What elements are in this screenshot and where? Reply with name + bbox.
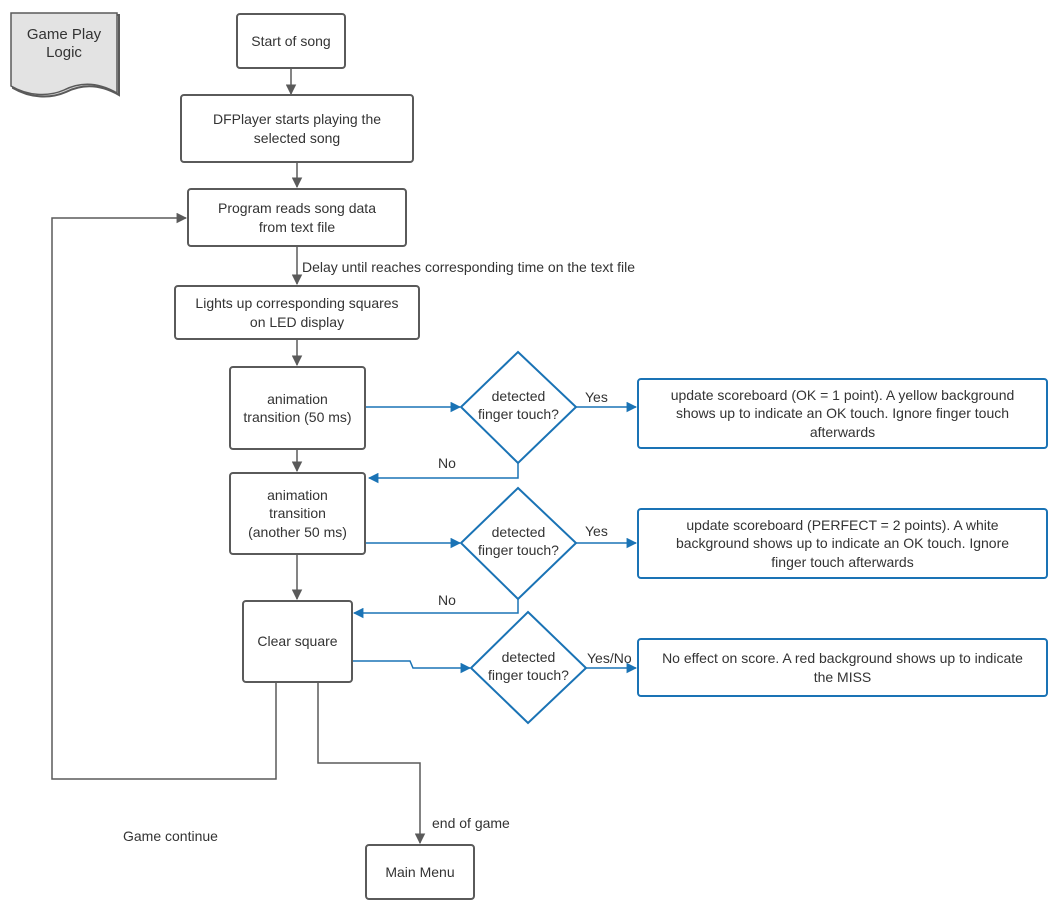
decision3-shape	[469, 610, 588, 725]
result-perfect-box: update scoreboard (PERFECT = 2 points). …	[637, 508, 1048, 579]
result-miss-box: No effect on score. A red background sho…	[637, 638, 1048, 697]
animation-transition-1-box: animation transition (50 ms)	[229, 366, 366, 450]
no1-label: No	[438, 455, 456, 471]
animation-transition-2-box: animation transition (another 50 ms)	[229, 472, 366, 555]
delay-label: Delay until reaches corresponding time o…	[302, 259, 636, 275]
edge-decision1-no	[367, 463, 519, 484]
dfplayer-box: DFPlayer starts playing the selected son…	[180, 94, 414, 163]
no2-label: No	[438, 592, 456, 608]
start-of-song-box: Start of song	[236, 13, 346, 69]
edge-decision2-no	[352, 599, 519, 619]
lights-up-box: Lights up corresponding squares on LED d…	[174, 285, 420, 340]
decision1-shape	[459, 350, 578, 465]
edge-loop-back	[51, 212, 277, 780]
yes2-label: Yes	[585, 523, 608, 539]
decision3-label: detected finger touch?	[488, 649, 569, 683]
edge-end-of-game	[317, 683, 426, 845]
clear-square-box: Clear square	[242, 600, 353, 683]
decision2-shape	[459, 486, 578, 601]
main-menu-box: Main Menu	[365, 844, 475, 900]
note-shape	[10, 12, 120, 98]
read-song-data-box: Program reads song data from text file	[187, 188, 407, 247]
note-label: Game Play Logic	[26, 26, 102, 61]
game-continue-label: Game continue	[123, 828, 218, 844]
yesno3-label: Yes/No	[587, 650, 632, 666]
decision2-label: detected finger touch?	[478, 524, 559, 558]
yes1-label: Yes	[585, 389, 608, 405]
edge-clear-decision3	[352, 660, 472, 674]
result-ok-box: update scoreboard (OK = 1 point). A yell…	[637, 378, 1048, 449]
end-of-game-label: end of game	[432, 815, 510, 831]
decision1-label: detected finger touch?	[478, 388, 559, 422]
